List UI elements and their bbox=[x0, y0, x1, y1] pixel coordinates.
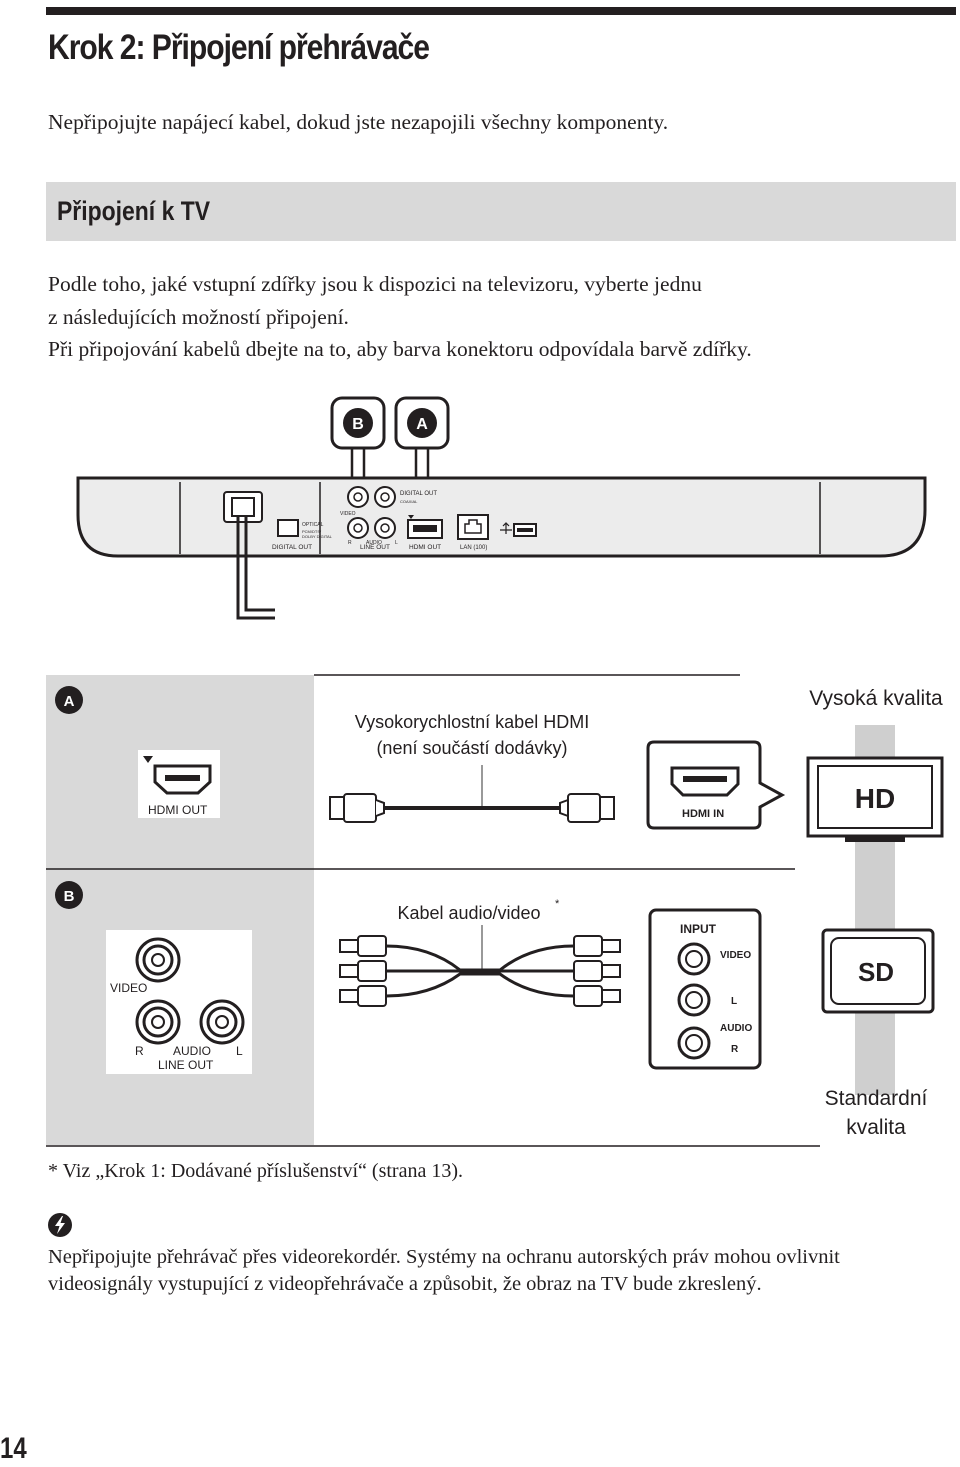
hd-tv: HD bbox=[806, 756, 944, 842]
quality-standard-line-1: Standardní bbox=[825, 1087, 928, 1110]
quality-standard-line-2: kvalita bbox=[846, 1116, 906, 1139]
quality-high: Vysoká kvalita bbox=[809, 687, 943, 710]
connection-diagram: A HDMI OUT Vysokorychlostní kabel HDMI (… bbox=[46, 674, 944, 1147]
svg-text:DIGITAL OUT: DIGITAL OUT bbox=[272, 544, 312, 551]
svg-text:VIDEO: VIDEO bbox=[720, 950, 751, 961]
svg-text:L: L bbox=[236, 1044, 243, 1058]
section-text-line-2: z následujících možností připojení. bbox=[48, 305, 349, 329]
av-cable bbox=[339, 925, 621, 1007]
svg-text:COAXIAL: COAXIAL bbox=[400, 499, 418, 504]
svg-text:OPTICAL: OPTICAL bbox=[302, 522, 324, 528]
svg-text:LINE OUT: LINE OUT bbox=[158, 1058, 214, 1072]
note-text-line-2: videosignály vystupující z videopřehráva… bbox=[48, 1273, 762, 1295]
note-text-line-1: Nepřipojujte přehrávač přes videorekordé… bbox=[48, 1246, 840, 1268]
page-number: 14 bbox=[0, 1432, 27, 1465]
svg-text:VIDEO: VIDEO bbox=[110, 981, 147, 995]
intro-text: Nepřipojujte napájecí kabel, dokud jste … bbox=[48, 110, 669, 134]
section-text-line-1: Podle toho, jaké vstupní zdířky jsou k d… bbox=[48, 272, 702, 296]
svg-text:R: R bbox=[135, 1044, 144, 1058]
player-rear-panel: B A OPTICAL PCM/DTS/ DOLBY DIGITAL DIGIT… bbox=[76, 396, 927, 620]
hdmi-cable-line-1: Vysokorychlostní kabel HDMI bbox=[355, 712, 589, 732]
callout-b-label: B bbox=[352, 416, 364, 433]
section-text-line-3: Při připojování kabelů dbejte na to, aby… bbox=[48, 337, 752, 361]
svg-text:HDMI OUT: HDMI OUT bbox=[409, 544, 441, 551]
svg-text:PCM/DTS/: PCM/DTS/ bbox=[302, 529, 322, 534]
row-a-badge: A bbox=[64, 693, 75, 710]
tv-input-jacks: INPUT VIDEO L AUDIO R bbox=[648, 908, 762, 1070]
av-cable-asterisk: * bbox=[555, 898, 560, 910]
usb-icon bbox=[500, 522, 537, 537]
hdmi-out-label: HDMI OUT bbox=[148, 803, 208, 817]
page-title: Krok 2: Připojení přehrávače bbox=[48, 28, 430, 67]
svg-text:R: R bbox=[348, 540, 352, 546]
line-out-jacks: VIDEO R AUDIO L LINE OUT bbox=[106, 930, 252, 1074]
svg-text:LAN (100): LAN (100) bbox=[460, 545, 487, 551]
row-b-badge: B bbox=[64, 888, 75, 905]
hd-label: HD bbox=[855, 783, 895, 814]
svg-text:R: R bbox=[731, 1044, 739, 1055]
svg-text:AUDIO: AUDIO bbox=[720, 1023, 752, 1034]
svg-text:L: L bbox=[731, 996, 737, 1007]
hdmi-in-label: HDMI IN bbox=[682, 808, 724, 820]
hdmi-cable bbox=[329, 765, 615, 823]
top-rule bbox=[46, 7, 956, 15]
svg-text:DOLBY DIGITAL: DOLBY DIGITAL bbox=[302, 534, 333, 539]
callout-a-label: A bbox=[416, 416, 428, 433]
svg-text:INPUT: INPUT bbox=[680, 922, 717, 936]
row-b: B VIDEO R AUDIO L LINE OUT Kabel audio/v… bbox=[55, 881, 935, 1139]
sd-label: SD bbox=[858, 957, 894, 987]
row-a: A HDMI OUT Vysokorychlostní kabel HDMI (… bbox=[55, 686, 944, 842]
svg-text:DIGITAL OUT: DIGITAL OUT bbox=[400, 491, 437, 497]
caution-icon bbox=[48, 1213, 72, 1237]
av-cable-label: Kabel audio/video bbox=[397, 903, 540, 923]
callout-a: A bbox=[394, 396, 450, 510]
svg-text:VIDEO: VIDEO bbox=[340, 511, 356, 517]
footnote: * Viz „Krok 1: Dodávané příslušenství“ (… bbox=[48, 1160, 463, 1182]
hdmi-in-port: HDMI IN bbox=[646, 740, 786, 830]
sd-tv: SD bbox=[821, 928, 935, 1014]
svg-text:LINE OUT: LINE OUT bbox=[360, 544, 390, 551]
hdmi-out-port: HDMI OUT bbox=[138, 750, 220, 818]
svg-text:AUDIO: AUDIO bbox=[173, 1044, 211, 1058]
section-title: Připojení k TV bbox=[57, 196, 211, 226]
section-header-bar bbox=[46, 182, 956, 241]
callout-b: B bbox=[330, 396, 386, 485]
svg-text:L: L bbox=[395, 540, 398, 546]
svg-text:AUDIO: AUDIO bbox=[366, 540, 382, 546]
hdmi-cable-line-2: (není součástí dodávky) bbox=[376, 738, 567, 758]
